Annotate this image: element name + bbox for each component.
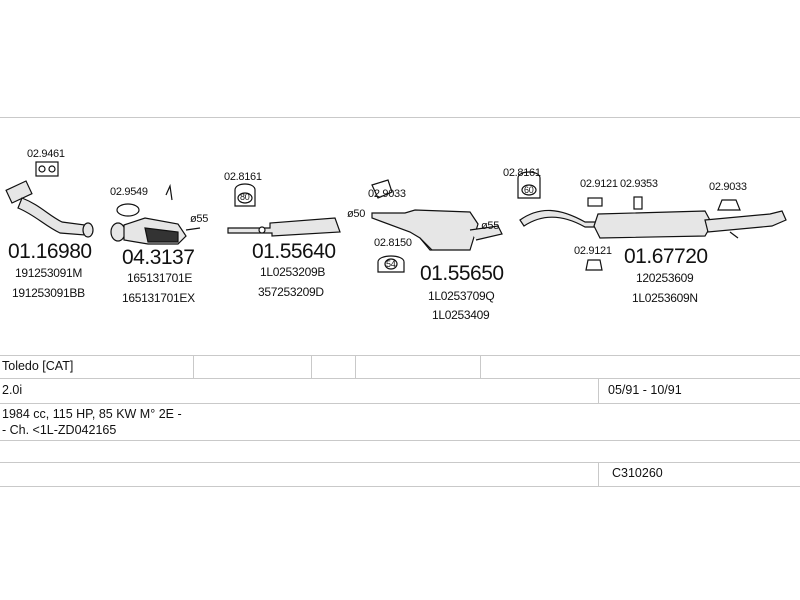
clamp-number: 80 [240, 192, 250, 202]
table-line [0, 355, 800, 356]
part-number: 04.3137 [122, 246, 195, 269]
part-reference: 1L0253209B [260, 265, 326, 279]
engine-cell: 2.0i [2, 383, 23, 397]
table-divider [598, 378, 599, 403]
clamp-number: 54 [386, 259, 396, 269]
spec-cell: 1984 cc, 115 HP, 85 KW M° 2E - [2, 407, 182, 421]
part-number: 01.67720 [624, 245, 708, 268]
intermediate-silencer-drawing [371, 179, 503, 273]
model-cell: Toledo [CAT] [2, 359, 74, 373]
middle-silencer-drawing [227, 183, 341, 237]
dates-cell: 05/91 - 10/91 [608, 383, 682, 397]
table-line [0, 378, 800, 379]
part-reference: 1L0253709Q [428, 289, 495, 303]
table-divider [480, 355, 481, 378]
clamp-number: 60 [524, 185, 534, 195]
diameter-label: ø50 [347, 208, 366, 220]
catalytic-converter-drawing [110, 183, 201, 245]
front-pipe-drawing [5, 161, 94, 238]
table-divider [193, 355, 194, 378]
exhaust-parts-diagram [5, 161, 787, 273]
diameter-label: ø55 [190, 213, 209, 225]
callout-label: 02.8161 [503, 167, 541, 179]
top-border [0, 117, 800, 118]
part-reference: 1L0253609N [632, 291, 698, 305]
table-divider [598, 462, 599, 486]
callout-label: 02.8161 [224, 171, 262, 183]
table-line [0, 440, 800, 441]
callout-label: 02.9033 [368, 188, 406, 200]
table-line [0, 462, 800, 463]
part-reference: 1L0253409 [432, 308, 490, 322]
part-number: 01.55650 [420, 262, 504, 285]
callout-label: 02.9549 [110, 186, 148, 198]
table-line [0, 486, 800, 487]
part-reference: 165131701EX [122, 291, 195, 305]
table-divider [311, 355, 312, 378]
chassis-cell: - Ch. <1L-ZD042165 [2, 423, 117, 437]
part-reference: 191253091M [15, 266, 83, 280]
callout-label: 02.9353 [620, 178, 658, 190]
diameter-label: ø55 [481, 220, 500, 232]
callout-label: 02.8150 [374, 237, 412, 249]
rear-silencer-drawing [517, 171, 787, 271]
part-reference: 165131701E [127, 271, 193, 285]
callout-label: 02.9121 [574, 245, 612, 257]
part-reference: 120253609 [636, 271, 694, 285]
part-reference: 357253209D [258, 285, 324, 299]
callout-label: 02.9121 [580, 178, 618, 190]
part-number: 01.55640 [252, 240, 336, 263]
catalog-number-cell: C310260 [612, 466, 663, 480]
part-reference: 191253091BB [12, 286, 85, 300]
callout-label: 02.9461 [27, 148, 65, 160]
table-divider [355, 355, 356, 378]
callout-label: 02.9033 [709, 181, 747, 193]
part-number: 01.16980 [8, 240, 92, 263]
table-line [0, 403, 800, 404]
